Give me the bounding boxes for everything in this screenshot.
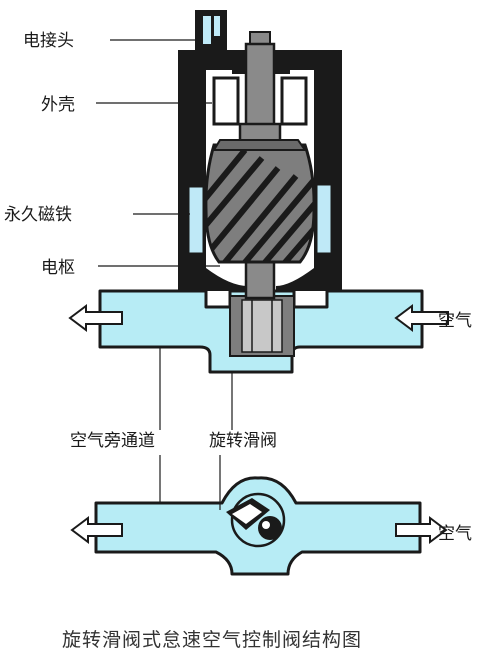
armature-label: 电枢 bbox=[41, 258, 75, 278]
air-outlet-arrow-bottom bbox=[70, 516, 123, 544]
electrical-connector bbox=[195, 10, 227, 52]
armature bbox=[204, 139, 316, 264]
air-outlet-arrow-top bbox=[68, 304, 123, 332]
air-inlet-label-top: 空气 bbox=[438, 311, 472, 331]
air-inlet-arrow-bottom bbox=[395, 516, 448, 544]
diagram-caption: 旋转滑阀式怠速空气控制阀结构图 bbox=[62, 629, 362, 651]
rotary-valve-label: 旋转滑阀 bbox=[209, 431, 277, 451]
upper-air-passage bbox=[98, 289, 424, 374]
housing bbox=[178, 50, 342, 291]
magnet-label: 永久磁铁 bbox=[4, 205, 72, 225]
connector-label: 电接头 bbox=[23, 31, 74, 51]
housing-label: 外壳 bbox=[41, 95, 75, 115]
permanent-magnet bbox=[186, 182, 334, 256]
air-inlet-arrow-top bbox=[394, 304, 449, 332]
lower-air-passage bbox=[94, 476, 422, 576]
air-inlet-label-bottom: 空气 bbox=[438, 524, 472, 544]
bypass-passage-label: 空气旁通道 bbox=[70, 431, 155, 451]
leader-lines bbox=[96, 39, 233, 510]
